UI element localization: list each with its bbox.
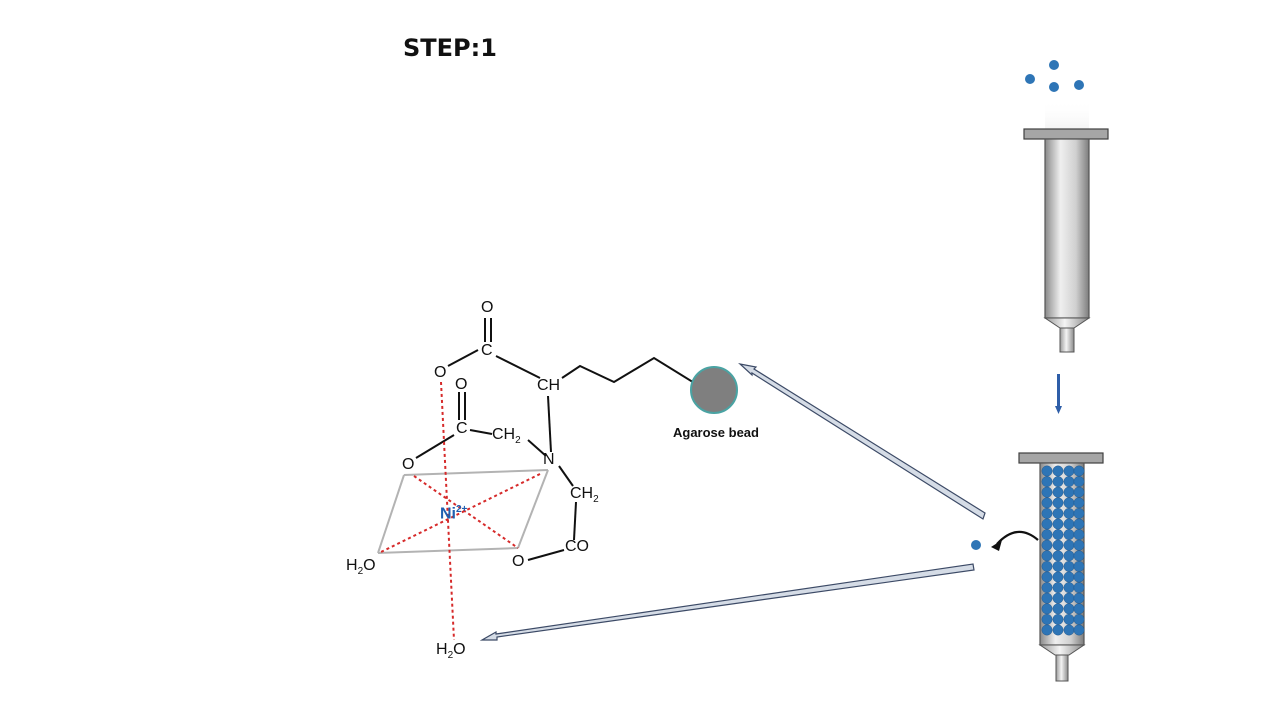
resin-bead [1073, 561, 1085, 572]
resin-bead [1041, 603, 1053, 615]
resin-bead [1052, 614, 1064, 625]
agarose-bead [690, 366, 738, 414]
packed-column [1018, 452, 1104, 682]
resin-bead [1041, 497, 1053, 509]
resin-bead [1063, 497, 1075, 509]
resin-bead [1073, 518, 1085, 530]
down-arrow [1055, 374, 1062, 414]
bound-protein-dot [971, 540, 981, 550]
atom-c-top: C [481, 342, 493, 359]
resin-bead [1041, 550, 1053, 562]
resin-bead [1063, 624, 1075, 636]
resin-bead [1052, 465, 1064, 477]
resin-bead [1052, 582, 1064, 593]
resin-bead [1063, 476, 1075, 487]
resin-bead [1073, 603, 1085, 615]
resin-bead [1052, 550, 1064, 562]
resin-bead [1073, 476, 1085, 487]
agarose-bead-label: Agarose bead [673, 425, 759, 440]
atom-ch2-right: CH2 [570, 485, 599, 506]
resin-bead [1073, 550, 1085, 562]
resin-bead [1063, 614, 1075, 625]
atom-h2o-bottom: H2O [436, 641, 466, 662]
atom-h2o-left: H2O [346, 557, 376, 578]
resin-bead [1041, 476, 1053, 487]
resin-bead [1073, 465, 1085, 477]
resin-bead [1073, 614, 1085, 625]
atom-ch: CH [537, 377, 561, 394]
atom-o-mid: O [455, 376, 468, 393]
resin-beads [1041, 465, 1085, 636]
resin-bead [1073, 592, 1085, 604]
atom-ch2-mid: CH2 [492, 426, 521, 447]
coordination-bonds [380, 381, 541, 641]
resin-bead [1073, 529, 1085, 540]
nickel-ion: Ni2+ [440, 504, 468, 523]
resin-bead [1041, 592, 1053, 604]
resin-bead [1063, 465, 1075, 477]
arrow-to-bead [738, 363, 986, 520]
resin-bead [1063, 571, 1075, 583]
atom-o-top: O [481, 299, 494, 316]
atom-o-bottom: O [512, 553, 525, 570]
resin-bead [1041, 624, 1053, 636]
resin-bead [1052, 476, 1064, 487]
resin-bead [1041, 539, 1053, 551]
atom-n: N [543, 451, 555, 468]
curved-arrow [991, 530, 1039, 551]
resin-bead [1063, 592, 1075, 604]
resin-bead [1063, 561, 1075, 572]
resin-bead [1073, 571, 1085, 583]
atom-o-left-top: O [434, 364, 447, 381]
resin-bead [1063, 508, 1075, 519]
octahedral-frame [377, 469, 549, 554]
resin-bead [1041, 508, 1053, 519]
resin-bead [1041, 529, 1053, 540]
resin-bead [1063, 582, 1075, 593]
resin-bead [1052, 486, 1064, 498]
resin-bead [1052, 603, 1064, 615]
resin-bead [1052, 592, 1064, 604]
resin-bead [1063, 539, 1075, 551]
resin-bead [1041, 571, 1053, 583]
resin-bead [1073, 497, 1085, 509]
resin-bead [1041, 582, 1053, 593]
resin-bead [1041, 465, 1053, 477]
atom-o-left-mid: O [402, 456, 415, 473]
resin-bead [1041, 614, 1053, 625]
resin-bead [1052, 508, 1064, 519]
atom-co: CO [565, 538, 589, 555]
resin-bead [1052, 497, 1064, 509]
resin-bead [1073, 624, 1085, 636]
resin-bead [1041, 518, 1053, 530]
resin-bead [1052, 539, 1064, 551]
resin-bead [1063, 529, 1075, 540]
resin-bead [1052, 561, 1064, 572]
resin-bead [1052, 624, 1064, 636]
resin-bead [1063, 486, 1075, 498]
resin-bead [1073, 508, 1085, 519]
step-title: STEP:1 [403, 34, 497, 62]
resin-bead [1052, 518, 1064, 530]
resin-bead [1063, 518, 1075, 530]
resin-bead [1052, 571, 1064, 583]
atom-c-mid: C [456, 420, 468, 437]
resin-bead [1041, 561, 1053, 572]
resin-bead [1073, 486, 1085, 498]
molecule-bonds [415, 318, 697, 561]
resin-bead [1063, 550, 1075, 562]
resin-bead [1073, 539, 1085, 551]
resin-bead [1073, 582, 1085, 593]
arrow-to-water [479, 563, 975, 641]
empty-column [1023, 100, 1109, 353]
resin-bead [1052, 529, 1064, 540]
protein-dots [1025, 60, 1084, 92]
resin-bead [1063, 603, 1075, 615]
resin-bead [1041, 486, 1053, 498]
